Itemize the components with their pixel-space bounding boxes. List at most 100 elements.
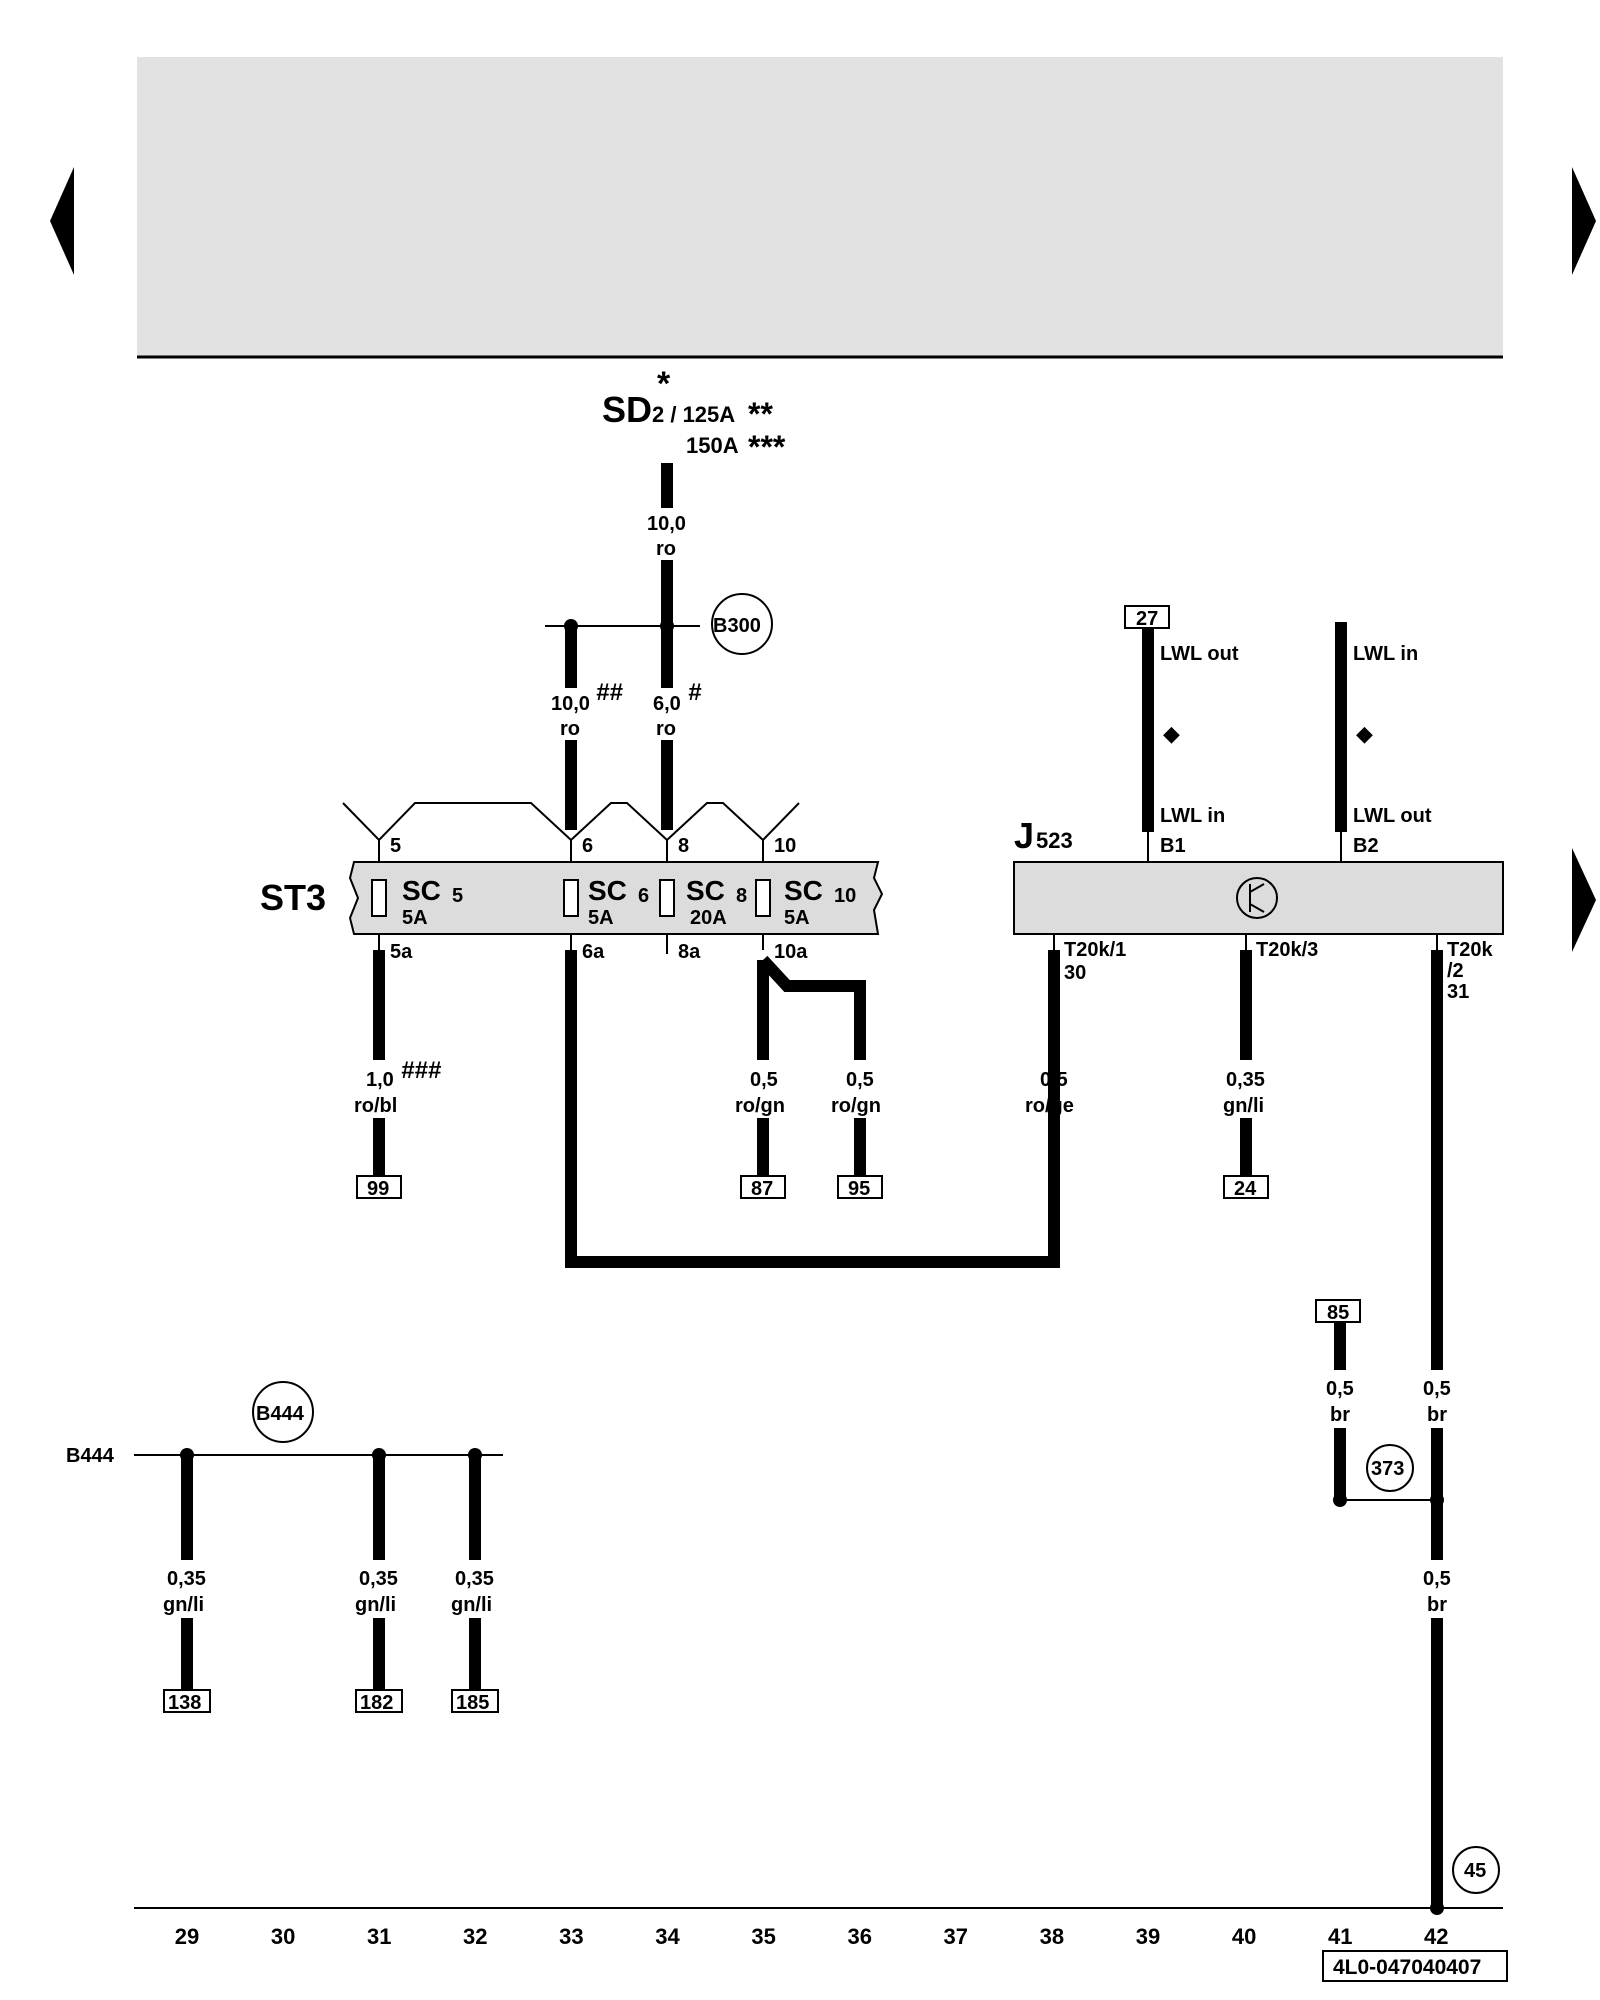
wire-label: 0,35: [455, 1568, 494, 1590]
column-number: 32: [463, 1924, 487, 1949]
column-number: 41: [1328, 1924, 1352, 1949]
wire-label: br: [1427, 1594, 1447, 1616]
module-pin: T20k/3: [1256, 939, 1318, 961]
lwl-marker: ◆: [1163, 721, 1180, 746]
connector-b444: [252, 1381, 314, 1443]
star-double: **: [748, 396, 773, 432]
triangle-right-icon-2[interactable]: [1572, 848, 1596, 952]
fuse-label: SC: [402, 875, 441, 906]
fuse-rating: 5A: [402, 907, 428, 929]
fuse-number: 5: [452, 885, 463, 907]
fuse-holder-st3: [348, 861, 884, 935]
column-number: 38: [1040, 1924, 1064, 1949]
module-pin: T20k/1: [1064, 939, 1126, 961]
lwl-label: LWL in: [1160, 805, 1225, 827]
wire-label: 10,0: [551, 693, 590, 715]
ref-box-95[interactable]: [837, 1175, 883, 1199]
fuse-in-terminal: 5: [390, 835, 401, 857]
connector-b300-label: B300: [713, 615, 761, 637]
ref-box-185[interactable]: [451, 1689, 499, 1713]
star-single: *: [657, 365, 671, 403]
column-number: 42: [1424, 1924, 1448, 1949]
ref-label: 27: [1136, 608, 1158, 630]
wire-label: gn/li: [163, 1594, 204, 1616]
ref-box-138[interactable]: [163, 1689, 211, 1713]
wire-label: 0,5: [1423, 1378, 1451, 1400]
lwl-marker: ◆: [1356, 721, 1373, 746]
transistor-icon: [1236, 877, 1278, 919]
wire-label: 0,5: [750, 1069, 778, 1091]
sd-alt-rating: 150A: [686, 433, 739, 458]
fuse-sc10: 10 SC 10 5A 10a: [755, 835, 856, 963]
fuse-in-terminal: 6: [582, 835, 593, 857]
ref-box-182[interactable]: [355, 1689, 403, 1713]
fuse-sc8: 8 SC 8 20A 8a: [659, 835, 747, 963]
fuse-holder-label: ST3: [260, 877, 326, 918]
connector-373-label: 373: [1371, 1458, 1404, 1480]
module-pin: 31: [1447, 981, 1469, 1003]
connector-b300: [711, 593, 773, 655]
fuse-sc6: 6 SC 6 5A 6a: [563, 835, 649, 963]
fuse-in-terminal: 10: [774, 835, 796, 857]
wire-label: 10,0: [647, 513, 686, 535]
connector-b444-label: B444: [256, 1403, 305, 1425]
ref-box-87[interactable]: [740, 1175, 786, 1199]
triangle-right-icon[interactable]: [1572, 167, 1596, 275]
fuse-rating: 20A: [690, 907, 727, 929]
module-pin: /2: [1447, 960, 1464, 982]
module-pin: T20k: [1447, 939, 1493, 961]
wire-label: ro/gn: [735, 1095, 785, 1117]
ref-box-99[interactable]: [356, 1175, 402, 1199]
wire-label: 0,5: [1423, 1568, 1451, 1590]
sd-sub-label: 2 / 125A: [652, 402, 735, 427]
fuse-number: 10: [834, 885, 856, 907]
ref-label: 185: [456, 1692, 489, 1714]
ref-label: 138: [168, 1692, 201, 1714]
triangle-left-icon[interactable]: [50, 167, 74, 275]
wire-label: ro: [656, 538, 676, 560]
wire-label: 0,5: [846, 1069, 874, 1091]
star-triple: ***: [748, 429, 786, 465]
wire-label: ro/gn: [831, 1095, 881, 1117]
ref-box-24[interactable]: [1223, 1175, 1269, 1199]
fuse-label: SC: [686, 875, 725, 906]
module-sub-label: 523: [1036, 828, 1073, 853]
connector-373: [1366, 1444, 1414, 1492]
wire-label: ro/ge: [1025, 1095, 1074, 1117]
fuse-rating: 5A: [784, 907, 810, 929]
b444-line-label: B444: [66, 1445, 115, 1467]
fuse-number: 8: [736, 885, 747, 907]
fuse-rating: 5A: [588, 907, 614, 929]
lwl-label: LWL in: [1353, 643, 1418, 665]
column-number: 40: [1232, 1924, 1256, 1949]
wire-label: br: [1427, 1404, 1447, 1426]
wire-label: 6,0: [653, 693, 681, 715]
column-number: 37: [944, 1924, 968, 1949]
ref-label: 99: [367, 1178, 389, 1200]
doc-id-box: [1322, 1950, 1508, 1982]
wire-label: gn/li: [1223, 1095, 1264, 1117]
lwl-label: LWL out: [1160, 643, 1239, 665]
wire-label: 0,5: [1326, 1378, 1354, 1400]
module-j523: [1013, 861, 1504, 935]
ref-label: 95: [848, 1178, 870, 1200]
wire-label: 0,35: [167, 1568, 206, 1590]
connector-45: [1452, 1846, 1500, 1894]
column-number: 33: [559, 1924, 583, 1949]
fuse-sc5: 5 SC 5 5A 5a: [371, 835, 463, 963]
wire-label: ro: [656, 718, 676, 740]
wire-label: gn/li: [451, 1594, 492, 1616]
wire-label: ro: [560, 718, 580, 740]
wire-mark: ###: [401, 1057, 442, 1084]
ref-label: 24: [1234, 1178, 1257, 1200]
fuse-in-terminal: 8: [678, 835, 689, 857]
wire-label: 1,0: [366, 1069, 394, 1091]
fuse-out-terminal: 5a: [390, 941, 413, 963]
lwl-label: LWL out: [1353, 805, 1432, 827]
connector-45-label: 45: [1464, 1860, 1486, 1882]
wire-label: 0,5: [1040, 1069, 1068, 1091]
wire-label: 0,35: [359, 1568, 398, 1590]
wire-label: 0,35: [1226, 1069, 1265, 1091]
